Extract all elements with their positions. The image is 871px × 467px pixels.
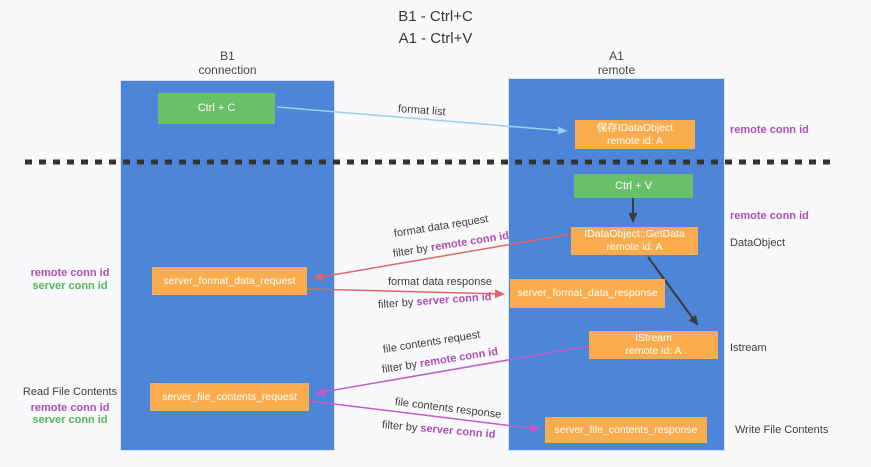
format-data-response-label: format data response	[388, 276, 492, 288]
server-format-data-response-box: server_format_data_response	[510, 279, 665, 308]
ctrl-c-box: Ctrl + C	[158, 93, 275, 124]
write-file-contents-label: Write File Contents	[735, 424, 829, 436]
right-column-header: A1 remote	[508, 49, 725, 77]
save-idataobject-box: 保存IDataObject remote id: A	[575, 120, 695, 149]
remote-conn-id-label-left-bottom: remote conn id	[30, 402, 110, 414]
istream-line1: IStream	[635, 332, 672, 344]
idataobject-getdata-box: IDataObject::GetData remote id: A	[571, 227, 698, 255]
getdata-to-istream-arrow	[647, 256, 699, 326]
format-list-arrow	[276, 106, 567, 135]
server-format-data-request-box: server_format_data_request	[152, 267, 307, 295]
ctrl-v-box: Ctrl + V	[574, 174, 693, 198]
right-column-name: A1	[609, 49, 624, 63]
remote-conn-id-label-right-mid: remote conn id	[730, 210, 809, 222]
ctrl-c-label: Ctrl + C	[197, 102, 236, 114]
server-file-contents-request-label: server_file_contents_request	[162, 390, 297, 403]
server-format-data-request-label: server_format_data_request	[163, 274, 296, 287]
ctrl-v-label: Ctrl + V	[615, 179, 652, 192]
save-idataobject-line1: 保存IDataObject	[596, 121, 674, 134]
istream-side-label: Istream	[730, 342, 767, 354]
server-file-contents-response-box: server_file_contents_response	[545, 417, 707, 443]
left-column-header: B1 connection	[120, 49, 335, 77]
left-column-name: B1	[220, 49, 235, 63]
title-line-2: A1 - Ctrl+V	[398, 30, 473, 47]
remote-conn-id-label-left-top: remote conn id	[30, 267, 110, 279]
right-column-sub: remote	[597, 63, 636, 77]
left-column-sub: connection	[198, 63, 257, 77]
getdata-line2: remote id: A	[606, 241, 663, 253]
save-idataobject-line2: remote id: A	[606, 134, 664, 147]
format-data-response-arrow	[306, 288, 505, 299]
title-line-1: B1 - Ctrl+C	[398, 8, 473, 25]
server-file-contents-response-label: server_file_contents_response	[554, 423, 698, 436]
dataobject-label: DataObject	[730, 237, 786, 249]
format-data-request-arrow	[313, 233, 572, 282]
istream-box: IStream remote id: A	[589, 331, 718, 359]
remote-conn-id-label-right-top: remote conn id	[730, 124, 809, 136]
server-file-contents-request-box: server_file_contents_request	[150, 383, 309, 411]
read-file-contents-label: Read File Contents	[22, 386, 118, 398]
diagram-title: B1 - Ctrl+C A1 - Ctrl+V	[0, 6, 871, 50]
server-conn-id-label-left-top: server conn id	[32, 280, 108, 292]
server-format-data-response-label: server_format_data_response	[517, 287, 658, 299]
server-conn-id-label-left-bottom: server conn id	[32, 414, 108, 426]
istream-line2: remote id: A	[625, 345, 682, 357]
getdata-line1: IDataObject::GetData	[584, 228, 685, 240]
file-contents-request-arrow	[315, 345, 590, 397]
file-contents-response-arrow	[308, 400, 540, 433]
